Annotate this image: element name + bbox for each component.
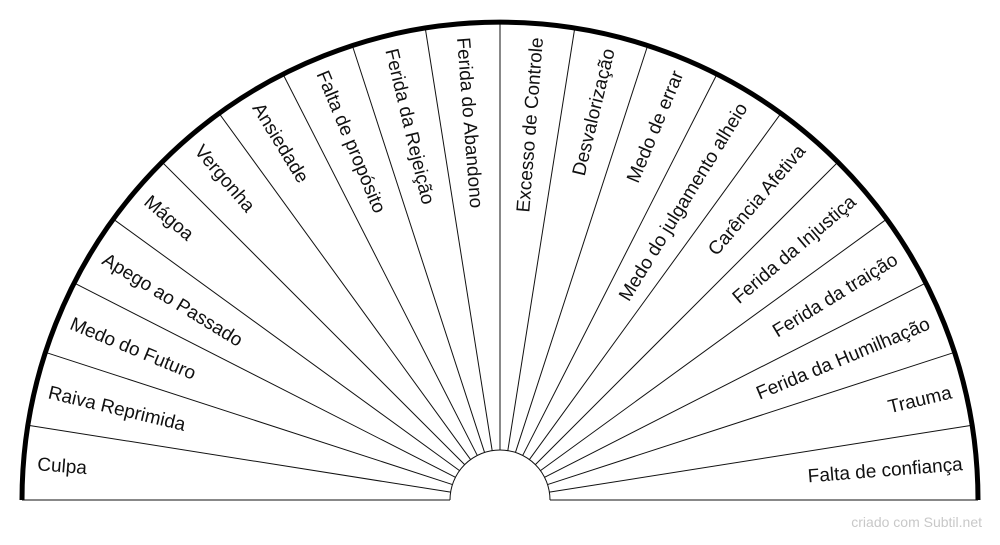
divider-line — [218, 112, 472, 460]
segment-label: Ferida do Abandono — [452, 37, 486, 209]
segment-label: Medo de errar — [623, 67, 688, 186]
segment-label: Trauma — [886, 382, 954, 418]
divider-line — [507, 27, 576, 451]
divider-line — [535, 161, 839, 465]
divider-line — [161, 161, 465, 465]
divider-line — [351, 45, 486, 453]
divider-line — [528, 112, 782, 460]
segment-dividers — [22, 22, 978, 501]
divider-line — [112, 218, 460, 472]
divider-line — [424, 27, 493, 451]
divider-line — [514, 45, 649, 453]
segment-label: Raiva Reprimida — [46, 383, 188, 436]
segment-label: Desvalorização — [569, 47, 620, 178]
segment-label: Mágoa — [140, 192, 198, 246]
credit-text: criado com Subtil.net — [851, 514, 982, 530]
segment-label: Vergonha — [190, 141, 259, 217]
divider-line — [547, 351, 955, 486]
segment-label: Falta de propósito — [312, 68, 390, 217]
segment-label: Culpa — [37, 454, 89, 479]
divider-line — [282, 73, 478, 456]
segment-label: Medo do julgamento alheio — [615, 99, 752, 305]
segment-label: Excesso de Controle — [513, 37, 548, 213]
divider-line — [544, 282, 927, 478]
divider-line — [549, 424, 973, 493]
divider-line — [45, 351, 453, 486]
divider-line — [73, 282, 456, 478]
segment-label: Falta de confiança — [807, 454, 964, 487]
center-hub-arc — [449, 449, 551, 501]
segment-label: Medo do Futuro — [67, 314, 199, 385]
divider-line — [540, 218, 888, 472]
segment-label: Ferida da Rejeição — [380, 47, 438, 207]
divider-line — [522, 73, 718, 456]
divider-line — [27, 424, 451, 493]
outer-border-arc — [19, 19, 981, 501]
